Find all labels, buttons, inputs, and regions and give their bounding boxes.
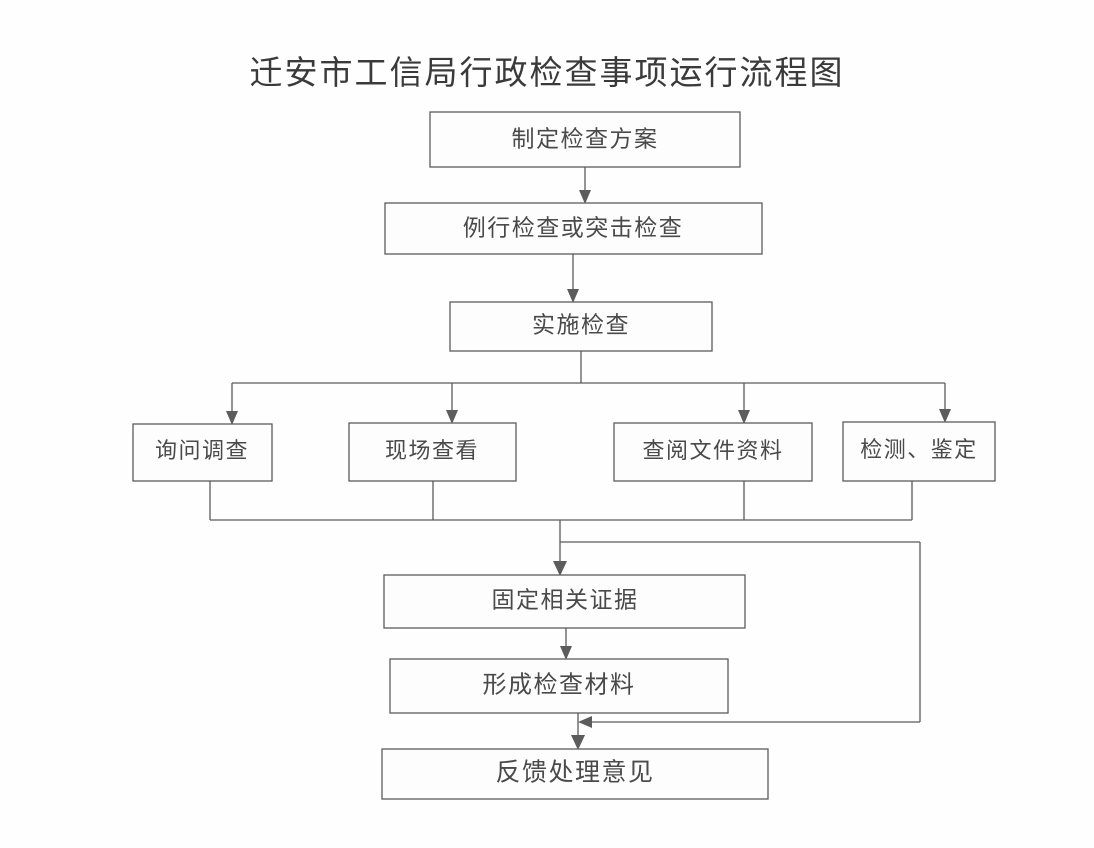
edge-plan-to-inspect-type [579, 167, 591, 204]
edge-methods-merge [209, 481, 913, 576]
node-form-inspection-material[interactable]: 形成检查材料 [389, 658, 729, 714]
page-title: 迁安市工信局行政检查事项运行流程图 [249, 56, 845, 92]
node-label: 实施检查 [532, 312, 630, 337]
node-interview-investigation[interactable]: 询问调查 [132, 423, 273, 482]
node-label: 现场查看 [385, 438, 479, 463]
node-label: 检测、鉴定 [860, 437, 978, 462]
edge-evidence-to-material [560, 628, 572, 660]
node-testing-appraisal[interactable]: 检测、鉴定 [842, 421, 996, 482]
node-layer: 制定检查方案 例行检查或突击检查 实施检查 询问调查 现场查看 查阅文件资料 [132, 111, 996, 800]
edge-inspect-type-to-execute [567, 254, 579, 303]
connector-layer [209, 167, 951, 750]
node-routine-or-surprise-inspection[interactable]: 例行检查或突击检查 [384, 202, 763, 255]
node-label: 固定相关证据 [492, 587, 639, 612]
edge-execute-fanout [226, 351, 951, 425]
node-execute-inspection[interactable]: 实施检查 [449, 301, 713, 352]
node-review-documents[interactable]: 查阅文件资料 [613, 422, 813, 482]
node-label: 查阅文件资料 [642, 438, 783, 463]
node-label: 询问调查 [155, 438, 249, 463]
node-label: 制定检查方案 [512, 126, 659, 151]
node-fix-evidence[interactable]: 固定相关证据 [383, 574, 746, 629]
node-label: 例行检查或突击检查 [463, 215, 684, 240]
node-plan-inspection[interactable]: 制定检查方案 [429, 111, 741, 168]
node-on-site-inspection[interactable]: 现场查看 [348, 422, 517, 482]
edge-material-to-feedback [571, 713, 585, 750]
node-label: 反馈处理意见 [495, 759, 654, 787]
node-feedback-handling-opinion[interactable]: 反馈处理意见 [381, 748, 769, 800]
node-label: 形成检查材料 [483, 672, 636, 699]
edge-bypass-to-feedback [560, 541, 921, 728]
